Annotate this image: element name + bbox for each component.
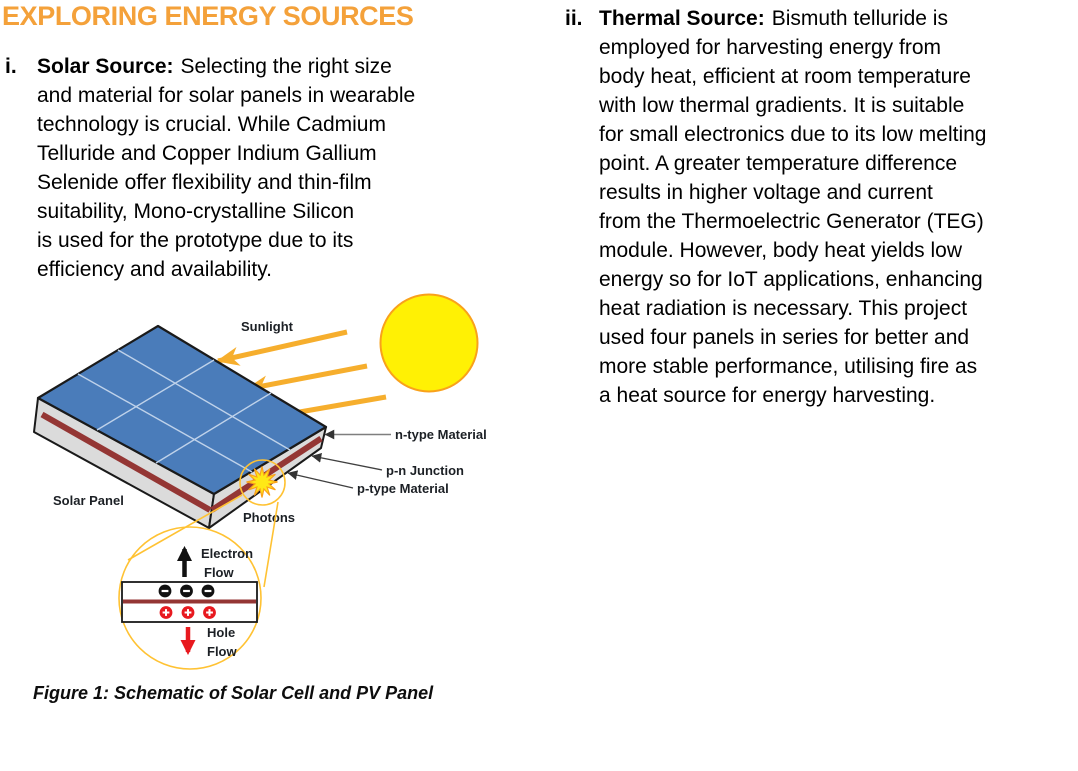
text-line: Telluride and Copper Indium Gallium: [37, 142, 377, 165]
hole-particles: [159, 606, 216, 619]
cell-zoom-circle: [118, 526, 262, 670]
magnifier-callout: [118, 459, 286, 670]
text-line: with low thermal gradients. It is suitab…: [599, 94, 965, 117]
text-line: used four panels in series for better an…: [599, 326, 970, 349]
solar-panel-label: Solar Panel: [53, 493, 124, 508]
text-line: body heat, efficient at room temperature: [599, 65, 971, 88]
sun-icon: [379, 293, 479, 393]
solar-source-lead: Solar Source:: [37, 55, 174, 78]
text-line: for small electronics due to its low mel…: [599, 123, 987, 146]
text-line: is used for the prototype due to its: [37, 229, 354, 252]
sunlight-label: Sunlight: [241, 319, 294, 334]
text-line: employed for harvesting energy from: [599, 36, 941, 59]
solar-cell-schematic: Sunlight n-type Material p-n Junction p-…: [33, 293, 487, 670]
thermal-source-paragraph: Thermal Source: Bismuth telluride is empl…: [599, 4, 987, 410]
hole-flow-label2: Flow: [207, 644, 237, 659]
text-line: heat radiation is necessary. This projec…: [599, 297, 968, 320]
hole-flow-label: Hole: [207, 625, 235, 640]
list-marker-ii: ii.: [565, 7, 583, 30]
text-line: module. However, body heat yields low: [599, 239, 963, 262]
text-line: results in higher voltage and current: [599, 181, 933, 204]
p-type-material-label: p-type Material: [357, 481, 449, 496]
text-line: Solar Source: Selecting the right size: [37, 52, 415, 81]
electron-flow-label: Electron: [201, 546, 253, 561]
thermal-source-lead: Thermal Source:: [599, 7, 765, 30]
text-line: Selenide offer flexibility and thin-film: [37, 171, 372, 194]
text-line: Bismuth telluride is: [771, 7, 948, 30]
text-line: Thermal Source: Bismuth telluride is: [599, 4, 987, 33]
text-line: more stable performance, utilising fire …: [599, 355, 978, 378]
text-line: suitability, Mono-crystalline Silicon: [37, 200, 355, 223]
text-line: a heat source for energy harvesting.: [599, 384, 936, 407]
panel-left-stripe: [40, 411, 212, 513]
solar-source-paragraph: Solar Source: Selecting the right size an…: [37, 52, 415, 284]
photon-zoom-circle: [239, 459, 286, 506]
figure-caption: Figure 1: Schematic of Solar Cell and PV…: [33, 683, 434, 703]
n-type-material-label: n-type Material: [395, 427, 487, 442]
thermal-source-section: ii. Thermal Source: Bismuth telluride is …: [565, 4, 1077, 410]
pn-junction-label: p-n Junction: [386, 463, 464, 478]
text-line: energy so for IoT applications, enhancin…: [599, 268, 983, 291]
cell-detail: Electron Flow: [121, 545, 258, 659]
photon-starburst-icon: [246, 466, 278, 498]
solar-source-section: i. Solar Source: Selecting the right size…: [5, 52, 510, 284]
electron-particles: [158, 584, 215, 598]
list-marker-i: i.: [5, 55, 17, 78]
text-line: efficiency and availability.: [37, 258, 273, 281]
text-line: from the Thermoelectric Generator (TEG): [599, 210, 984, 233]
electron-flow-label2: Flow: [204, 565, 234, 580]
text-line: and material for solar panels in wearabl…: [37, 84, 416, 107]
panel-grid-lines: [77, 349, 291, 473]
text-line: Selecting the right size: [180, 55, 392, 78]
text-line: technology is crucial. While Cadmium: [37, 113, 386, 136]
text-line: point. A greater temperature difference: [599, 152, 958, 175]
page-title: EXPLORING ENERGY SOURCES: [2, 1, 414, 31]
photons-label: Photons: [243, 510, 295, 525]
layer-leaders: [287, 429, 391, 489]
